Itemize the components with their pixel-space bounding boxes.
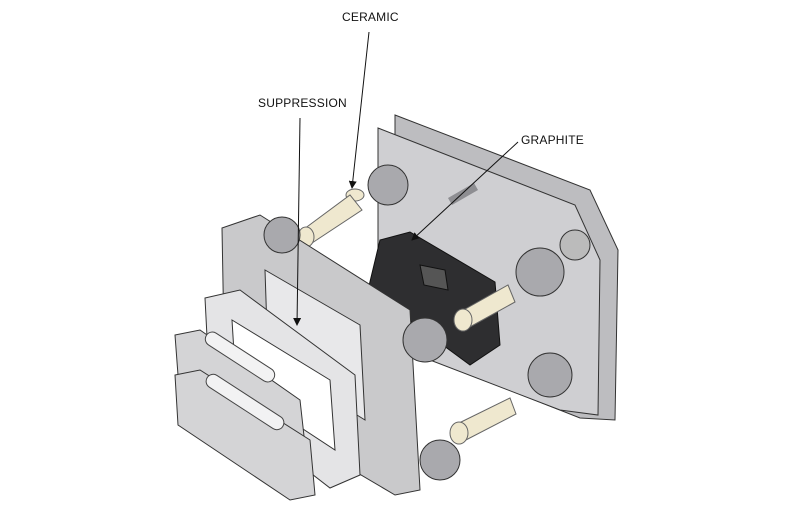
ceramic-insulator-middle: [453, 284, 516, 332]
ceramic-insulator-top: [297, 188, 365, 248]
ceramic-arrow: [348, 31, 370, 189]
graphite-label: GRAPHITE: [521, 133, 584, 147]
electrode-plates: [174, 329, 316, 501]
graphite-arrow: [411, 141, 519, 241]
suppression-label: SUPPRESSION: [258, 96, 347, 110]
ceramic-insulator-bottom: [449, 397, 517, 445]
suppression-arrow: [293, 117, 302, 326]
ceramic-label: CERAMIC: [342, 10, 399, 24]
